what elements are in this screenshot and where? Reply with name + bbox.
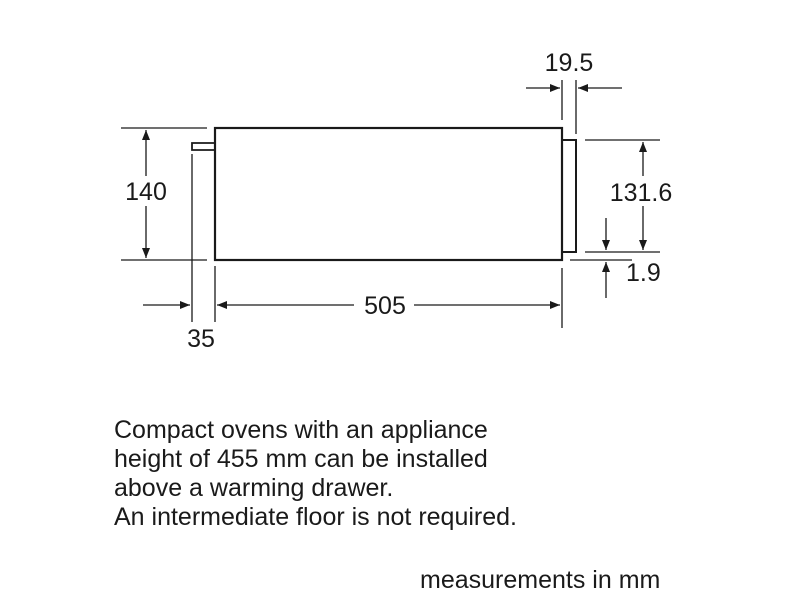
installation-note: Compact ovens with an appliance height o… — [114, 416, 517, 532]
drawer-body — [213, 126, 564, 262]
note-line: Compact ovens with an appliance — [114, 416, 488, 444]
units-label: measurements in mm — [420, 566, 661, 594]
dim-label-gap: 1.9 — [626, 259, 661, 287]
note-line: height of 455 mm can be installed — [114, 445, 488, 473]
dim-label-offset: 35 — [187, 325, 215, 353]
note-line: An intermediate floor is not required. — [114, 503, 517, 531]
dim-label-height: 140 — [125, 178, 167, 206]
dim-label-inner-height: 131.6 — [610, 179, 673, 207]
dim-label-depth: 505 — [364, 292, 406, 320]
rear-stub — [191, 142, 215, 151]
note-line: above a warming drawer. — [114, 474, 394, 502]
dim-label-panel: 19.5 — [545, 49, 594, 77]
front-panel — [562, 139, 577, 253]
